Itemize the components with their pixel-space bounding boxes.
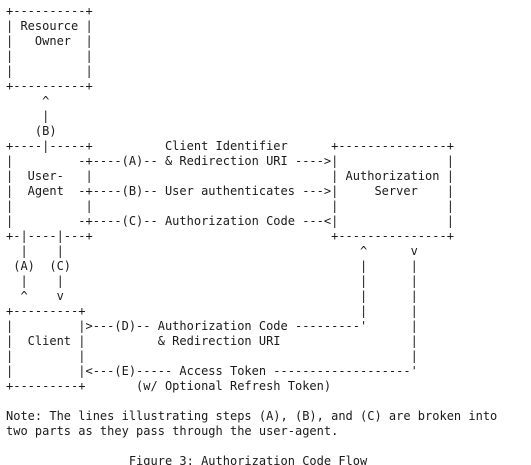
diagram-line: +----|-----+ Client Identifier +--------… [6,139,454,153]
diagram-line: (B) [6,124,57,138]
diagram-line: two parts as they pass through the user-… [6,424,338,438]
diagram-line: +---------+ (w/ Optional Refresh Token) [6,379,331,393]
diagram-line: | | [6,49,93,63]
diagram-line: | | | [6,349,418,363]
diagram-line: | | ^ v [6,244,418,258]
diagram-line: +----------+ [6,79,93,93]
diagram-line: | |<---(E)----- Access Token -----------… [6,364,418,378]
diagram-line: | | | | [6,274,418,288]
diagram-line: | Agent -+----(B)-- User authenticates -… [6,184,454,198]
diagram-line: | User- | | Authorization | [6,169,454,183]
diagram-line: ^ [6,94,49,108]
diagram-line: | | | | [6,199,454,213]
diagram-line: | -+----(A)-- & Redirection URI ---->| | [6,154,454,168]
diagram-line: +----------+ [6,4,93,18]
diagram-line: | |>---(D)-- Authorization Code --------… [6,319,418,333]
diagram-line: Note: The lines illustrating steps (A), … [6,409,497,423]
diagram-line: Figure 3: Authorization Code Flow [6,454,368,465]
authorization-code-flow-diagram: +----------+| Resource || Owner || || |+… [6,4,497,465]
diagram-line: | | [6,64,93,78]
diagram-line: | -+----(C)-- Authorization Code ---<| | [6,214,454,228]
diagram-line: | Owner | [6,34,93,48]
diagram-line: | Client | & Redirection URI | [6,334,418,348]
diagram-line: +-|----|---+ +---------------+ [6,229,454,243]
diagram-line: ^ v | | [6,289,418,303]
diagram-line: | [6,109,49,123]
diagram-line: | Resource | [6,19,93,33]
diagram-line: +---------+ | | [6,304,418,318]
diagram-line: (A) (C) | | [6,259,418,273]
